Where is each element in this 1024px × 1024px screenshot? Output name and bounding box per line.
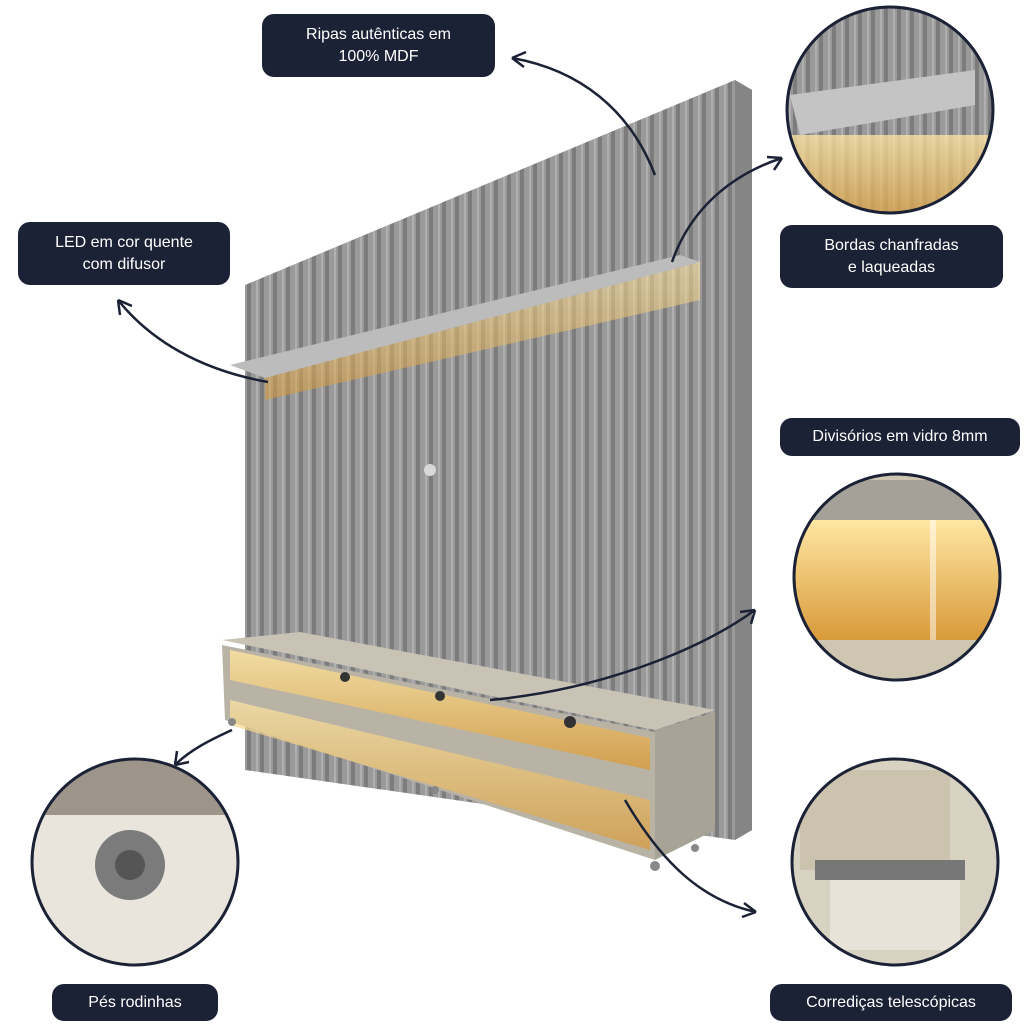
- label-slides: Corrediças telescópicas: [770, 984, 1012, 1021]
- led-shelf: [230, 255, 700, 378]
- label-edges: Bordas chanfradas e laqueadas: [780, 225, 1003, 288]
- label-slats: Ripas autênticas em 100% MDF: [262, 14, 495, 77]
- label-slats-line1: Ripas autênticas em: [306, 25, 451, 43]
- label-led: LED em cor quente com difusor: [18, 222, 230, 285]
- label-wheels-text: Pés rodinhas: [88, 993, 182, 1011]
- arrows: [116, 50, 784, 919]
- label-glass-text: Divisórios em vidro 8mm: [812, 428, 988, 445]
- tv-stand-top: [222, 632, 715, 730]
- detail-glass: [794, 474, 1000, 680]
- label-glass: Divisórios em vidro 8mm: [780, 418, 1020, 456]
- tv-stand-side: [655, 712, 715, 860]
- label-slides-text: Corrediças telescópicas: [806, 993, 976, 1011]
- detail-edges: [787, 7, 993, 213]
- label-edges-line2: e laqueadas: [847, 258, 936, 276]
- cable-hole: [424, 464, 436, 476]
- label-led-line1: LED em cor quente: [55, 233, 193, 251]
- label-led-line2: com difusor: [82, 255, 166, 273]
- label-edges-line1: Bordas chanfradas: [824, 236, 959, 254]
- detail-slides: [792, 759, 998, 965]
- panel-side: [735, 80, 752, 840]
- detail-wheels: [32, 759, 238, 965]
- label-wheels: Pés rodinhas: [52, 984, 218, 1021]
- label-slats-line2: 100% MDF: [338, 47, 419, 65]
